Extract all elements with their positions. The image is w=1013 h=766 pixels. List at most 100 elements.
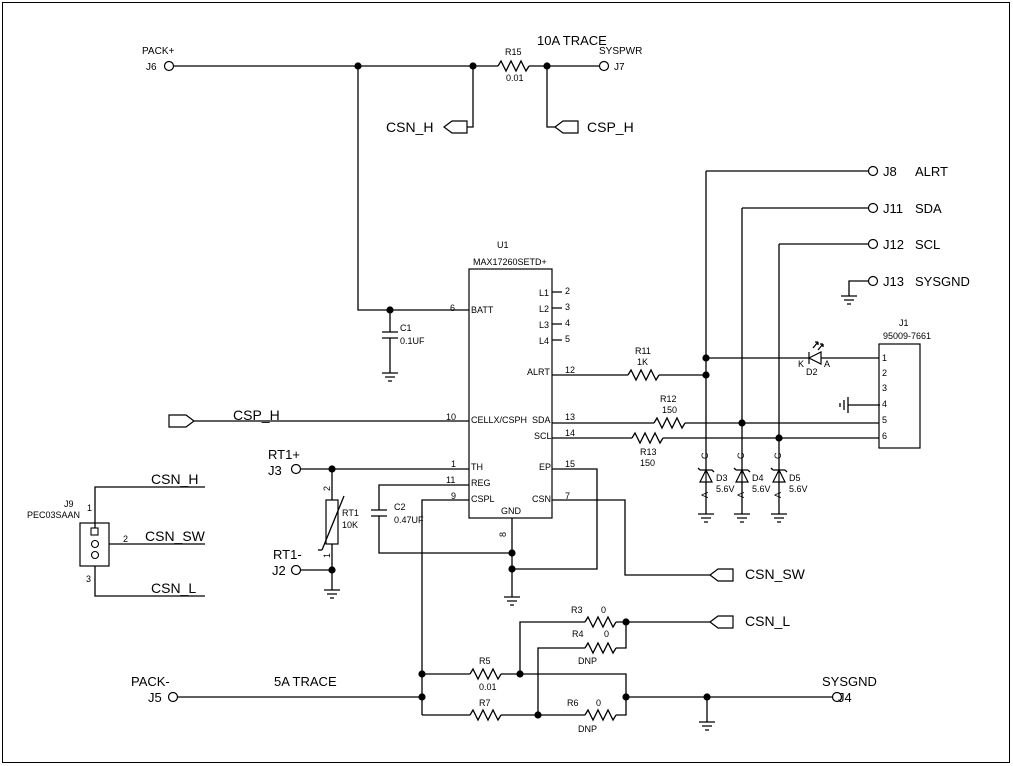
pack-plus-net: PACK+ J6 CSN_H R15 0.01 10A TRACE CSP_H … [142,33,642,311]
j9-csn-h-label: CSN_H [151,471,198,487]
j9-csn-l-label: CSN_L [151,580,196,596]
c1-capacitor: C1 0.1UF [382,306,425,382]
csp-h-top-flag [554,120,579,134]
u1-part: MAX17260SETD+ [473,257,547,267]
r11-ref: R11 [635,346,651,356]
sysgnd-ground-icon [699,697,715,731]
j6-terminal[interactable] [163,60,175,72]
j5-terminal[interactable] [167,691,179,703]
r5-ref: R5 [479,656,491,666]
d2-k: K [798,359,804,369]
d2-led [807,351,822,365]
j4-net: SYSGND [822,674,877,689]
u1-pin-l2: L2 [539,304,549,314]
d5-zener: C A D5 5.6V [770,452,808,523]
u1-pin-l2-num: 3 [565,302,570,312]
rt1-ground-icon [324,589,340,599]
j4-terminal[interactable] [831,691,843,703]
u1-ground-icon [504,596,520,606]
u1-pin-ep: EP [539,462,551,472]
r3-ref: R3 [571,605,583,615]
u1-pin-scl-num: 14 [565,428,575,438]
j11-terminal[interactable] [867,202,879,214]
j2-ref: J2 [272,563,286,578]
svg-text:1: 1 [882,353,887,363]
j9-part: PEC03SAAN [27,510,80,520]
j8-net: ALRT [915,164,948,179]
u1-pin-csn: CSN [532,494,551,504]
d4-c: C [736,452,746,459]
j7-ref-label: J7 [614,62,625,73]
svg-text:2: 2 [123,534,128,544]
r12-value: 150 [662,405,677,415]
d4-ref: D4 [752,473,764,483]
trace-10a-note: 10A TRACE [537,33,607,48]
c2-value: 0.47UF [394,515,424,525]
j5-ref: J5 [148,690,162,705]
r4-value: 0 [604,629,609,639]
j7-terminal[interactable] [598,60,610,72]
u1-pin-sda-num: 13 [565,412,575,422]
u1-pin-cellx: CELLX/CSPH [471,415,527,425]
d3-c: C [700,452,710,459]
u1-pin-csn-num: 7 [565,491,570,501]
u1-pin-reg-num: 11 [446,475,455,485]
j8-ref: J8 [883,164,897,179]
csn-l-flag [709,615,734,629]
j13-net: SYSGND [915,274,970,289]
svg-text:2: 2 [882,368,887,378]
d5-a: A [773,492,783,498]
j12-ref: J12 [883,237,904,252]
d3-a: A [700,492,710,498]
r11-resistor [627,368,660,382]
r15-ref: R15 [505,47,522,57]
r12-ref: R12 [660,394,677,404]
j13-terminal[interactable] [867,275,879,287]
d5-ref: D5 [789,473,801,483]
r4-note: DNP [578,656,597,666]
u1-pin-gnd-num: 8 [498,532,508,537]
c2-ref: C2 [394,502,406,512]
j13-ground-icon [841,280,869,305]
j12-terminal[interactable] [867,238,879,250]
u1-pin-alrt-num: 12 [565,365,575,375]
c1-value: 0.1UF [400,336,425,346]
u1-pin-th-num: 1 [451,459,456,469]
j2-terminal[interactable] [290,564,302,576]
d2-a: A [824,359,830,369]
r4-ref: R4 [572,629,584,639]
svg-text:4: 4 [882,399,887,409]
csp-h-left-flag [168,414,195,428]
trace-5a-note: 5A TRACE [274,674,337,689]
j1-ground-icon [839,397,880,413]
r6-resistor [584,708,617,722]
j6-ref-label: J6 [146,62,157,73]
u1-pin-l3: L3 [539,320,549,330]
d4-value: 5.6V [752,484,771,494]
u1-pin-sda: SDA [532,415,551,425]
u1-pin-ep-num: 15 [565,459,575,469]
r3-resistor [584,615,617,629]
u1-ref: U1 [497,240,509,250]
j1-part: 95009-7661 [883,331,931,341]
j9-connector: J9 PEC03SAAN 1 2 3 CSN_H CSN_SW CSN_L [27,471,206,597]
r3-value: 0 [601,605,606,615]
r12-resistor [653,416,686,430]
pack-minus-net: PACK- J5 5A TRACE R5 0.01 R7 R6 0 DNP SY… [131,605,877,734]
r7-resistor [469,708,502,722]
r6-value: 0 [596,698,601,708]
u1-pin-batt-num: 6 [450,303,455,313]
j3-ref: J3 [268,463,282,478]
tvs-diodes: C A D3 5.6V C A D4 5.6V C A D5 5.6V [697,452,808,523]
j8-terminal[interactable] [867,165,879,177]
csp-h-top-label: CSP_H [587,119,634,135]
j6-net-label: PACK+ [142,46,174,57]
j13-ref: J13 [883,274,904,289]
r4-resistor [584,641,617,655]
j3-terminal[interactable] [290,463,302,475]
r6-ref: R6 [567,698,579,708]
j2-net: RT1- [273,547,302,562]
svg-text:6: 6 [882,431,887,441]
u1-pin-l1: L1 [539,288,549,298]
